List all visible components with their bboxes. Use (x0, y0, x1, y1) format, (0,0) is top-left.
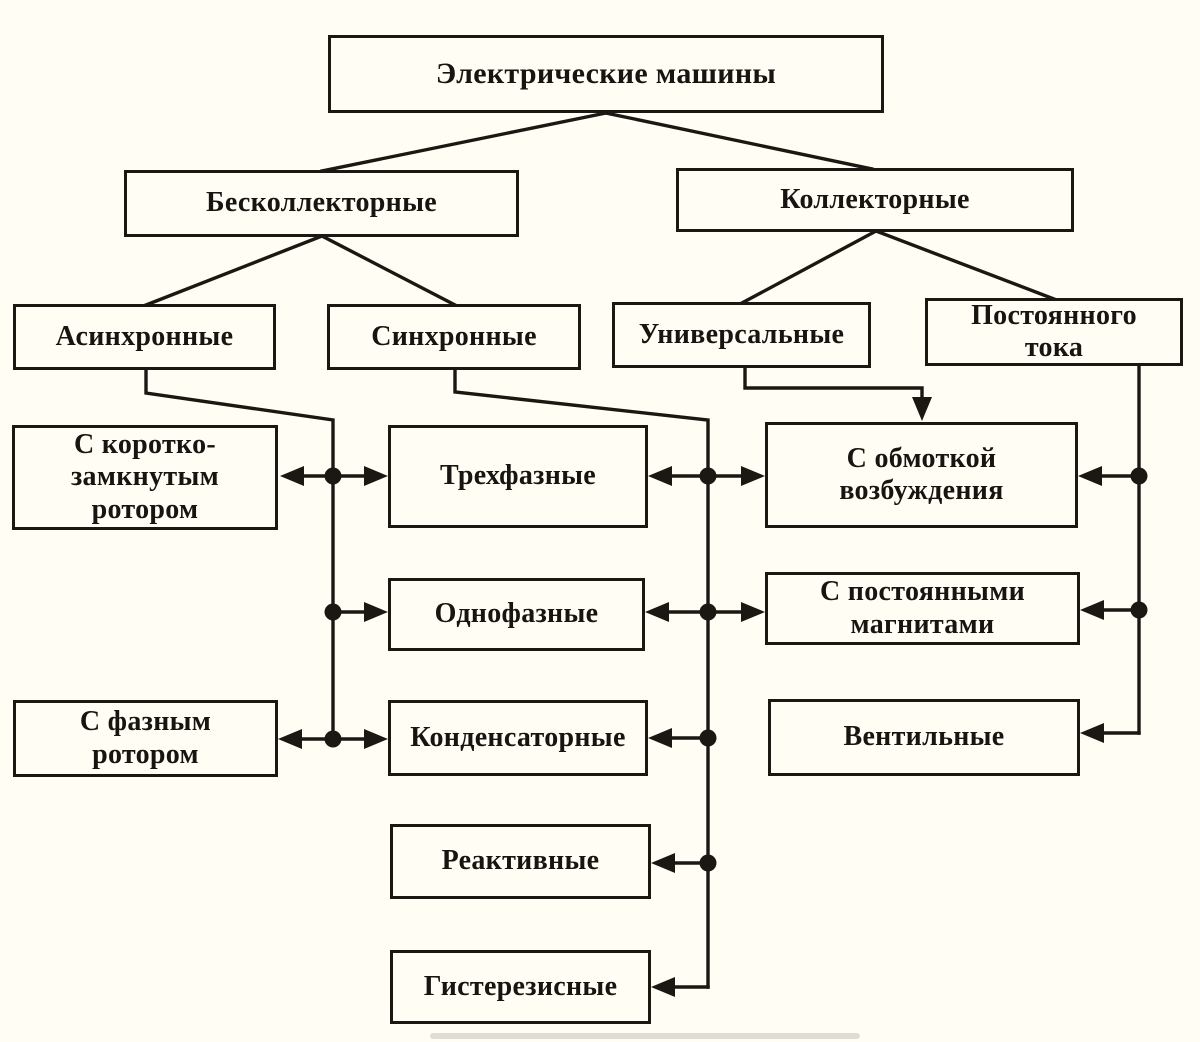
edge-commutator-universal (739, 228, 879, 306)
junction-dot (699, 603, 717, 621)
arrowhead (1080, 600, 1104, 620)
junction-dot (699, 467, 717, 485)
junction-dot (324, 467, 342, 485)
arrowhead (364, 729, 388, 749)
edge-brushless-synchronous (319, 233, 458, 308)
arrowhead (364, 602, 388, 622)
node-commutator: Коллекторные (676, 168, 1074, 232)
arrowhead (1080, 723, 1104, 743)
junction-dot (1130, 601, 1148, 619)
junction-dot (699, 729, 717, 747)
arrowhead (648, 728, 672, 748)
arrowhead (651, 853, 675, 873)
arrowhead (280, 466, 304, 486)
node-valve: Вентильные (768, 699, 1080, 776)
junction-dot (324, 730, 342, 748)
node-dc-current: Постоянного тока (925, 298, 1183, 366)
edge-root-brushless (319, 110, 609, 174)
node-squirrel-cage-rotor: С коротко- замкнутым ротором (12, 425, 278, 530)
edge-commutator-dc (873, 228, 1057, 302)
node-field-winding: С обмоткой возбуждения (765, 422, 1078, 528)
node-capacitor: Конденсаторные (388, 700, 648, 776)
edge-root-commutator (603, 110, 875, 172)
node-universal: Универсальные (612, 302, 871, 368)
arrowhead (1078, 466, 1102, 486)
arrowhead (651, 977, 675, 997)
arrowhead (278, 729, 302, 749)
arrowhead (648, 466, 672, 486)
edge-universal-fieldwinding (743, 366, 924, 402)
node-single-phase: Однофазные (388, 578, 645, 651)
junction-dot (1130, 467, 1148, 485)
node-hysteresis: Гистерезисные (390, 950, 651, 1024)
node-brushless: Бесколлекторные (124, 170, 519, 237)
node-wound-rotor: С фазным ротором (13, 700, 278, 777)
node-asynchronous: Асинхронные (13, 304, 276, 370)
scan-artifact (430, 1033, 860, 1039)
node-three-phase: Трехфазные (388, 425, 648, 528)
node-reluctance: Реактивные (390, 824, 651, 899)
bus-middle-spine (453, 368, 710, 989)
arrowhead (741, 466, 765, 486)
arrowhead-down (912, 397, 932, 421)
arrowhead (364, 466, 388, 486)
junction-dot (699, 854, 717, 872)
arrowhead (741, 602, 765, 622)
junction-dot (324, 603, 342, 621)
bus-left-spine (144, 368, 335, 741)
arrowhead (645, 602, 669, 622)
node-electric-machines: Электрические машины (328, 35, 884, 113)
edge-brushless-asynchronous (143, 233, 325, 308)
node-synchronous: Синхронные (327, 304, 581, 370)
node-permanent-magnets: С постоянными магнитами (765, 572, 1080, 645)
